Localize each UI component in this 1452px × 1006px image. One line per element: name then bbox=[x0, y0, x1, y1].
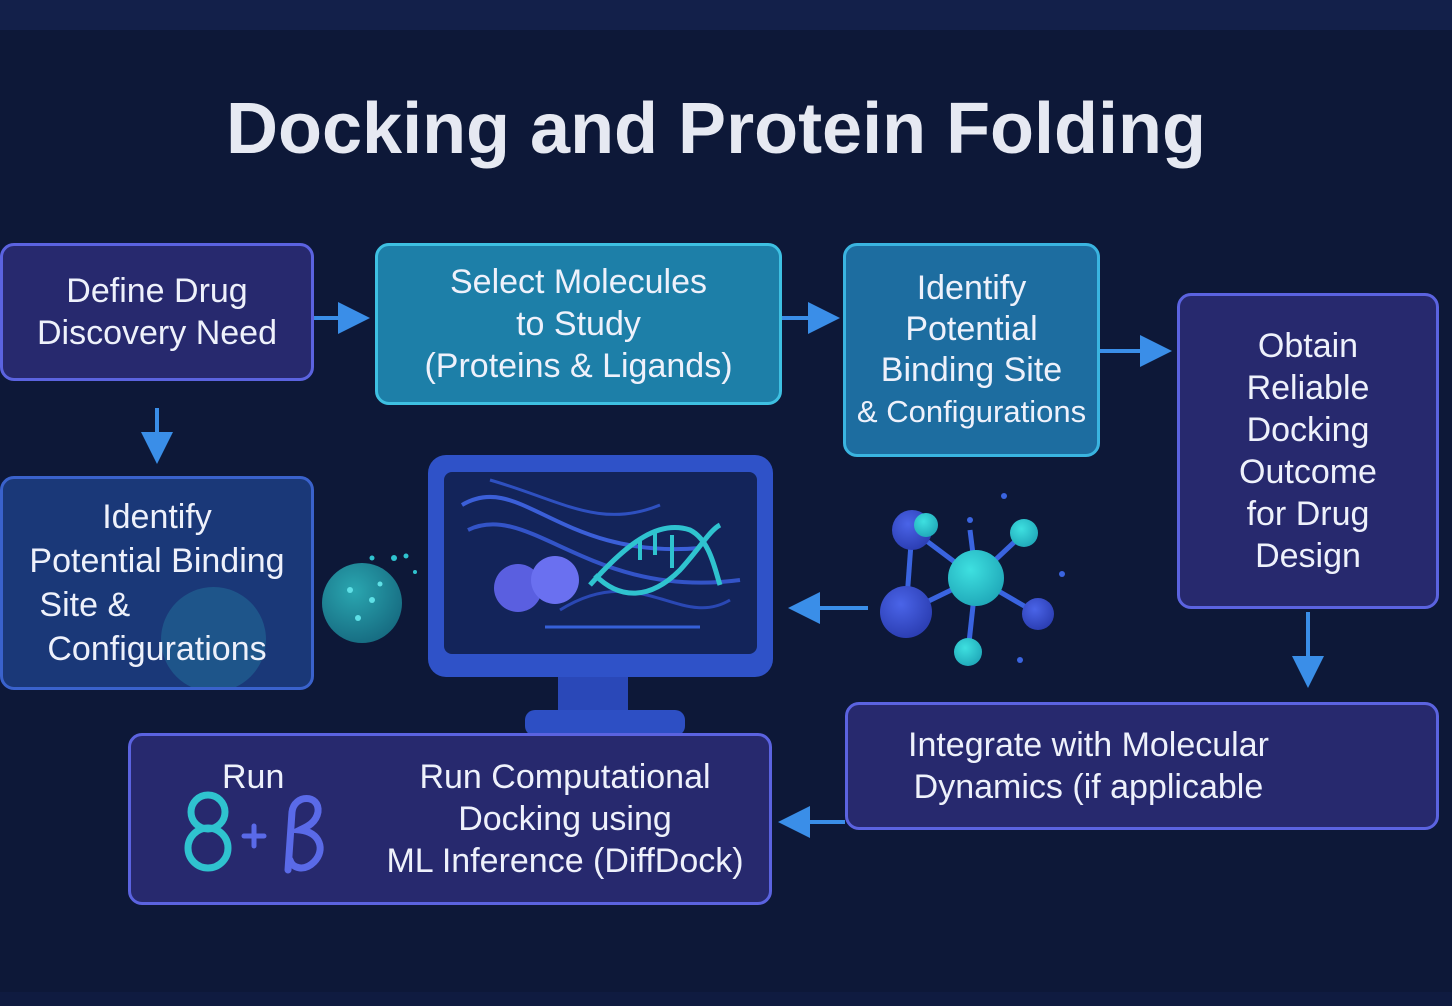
step-text-line: Outcome bbox=[1239, 453, 1377, 491]
step-text-line: to Study bbox=[516, 305, 641, 343]
step-text-line: Configurations bbox=[47, 630, 267, 668]
molecule-network-icon bbox=[880, 493, 1065, 666]
step-text-line: & Configurations bbox=[856, 394, 1087, 429]
step-text-line: Select Molecules bbox=[449, 263, 707, 301]
step-define-need: Define Drug Discovery Need bbox=[0, 243, 314, 381]
step-text-line: for Drug bbox=[1246, 495, 1370, 533]
step-text-line: Integrate with Molecular bbox=[908, 726, 1269, 764]
run-label: Run bbox=[222, 758, 285, 796]
step-integrate-md: Integrate with Molecular Dynamics (if ap… bbox=[845, 702, 1439, 830]
step-text-line: Run Computational bbox=[419, 758, 711, 796]
step-text-line: Potential bbox=[905, 310, 1038, 348]
step-select-molecules: Select Molecules to Study (Proteins & Li… bbox=[375, 243, 782, 405]
bottom-band bbox=[0, 992, 1452, 1006]
step-text-line: Binding Site bbox=[880, 351, 1063, 389]
step-text-line: ML Inference (DiffDock) bbox=[386, 842, 744, 880]
top-band bbox=[0, 0, 1452, 30]
cell-overlay-icon bbox=[161, 587, 266, 687]
step-run-docking bbox=[128, 733, 772, 905]
step-text-line: Docking using bbox=[458, 800, 672, 838]
step-text-line: Design bbox=[1255, 537, 1361, 575]
cell-sphere-icon bbox=[322, 553, 417, 643]
run-glyph-icon bbox=[184, 791, 324, 874]
step-text-line: Dynamics (if applicable bbox=[913, 768, 1264, 806]
step-text-line: Site & bbox=[39, 586, 131, 624]
monitor-icon bbox=[428, 455, 773, 736]
step-text-line: Potential Binding bbox=[29, 542, 285, 580]
step-text-line: Docking bbox=[1246, 411, 1370, 449]
step-identify-site-left: Identify Potential Binding Site & Config… bbox=[0, 476, 314, 690]
step-text-line: Discovery Need bbox=[37, 314, 277, 352]
dna-helix-icon bbox=[494, 522, 723, 612]
step-text-line: Identify bbox=[916, 269, 1027, 307]
step-text-line: Define Drug bbox=[66, 272, 248, 310]
page-title: Docking and Protein Folding bbox=[226, 89, 1206, 169]
step-text-line: Identify bbox=[102, 498, 212, 536]
run-docking-text: Run Computational Docking using ML Infer… bbox=[380, 756, 750, 882]
step-text-line: Reliable bbox=[1246, 369, 1370, 407]
step-obtain-outcome: Obtain Reliable Docking Outcome for Drug… bbox=[1177, 293, 1439, 609]
step-text-line: (Proteins & Ligands) bbox=[424, 347, 733, 385]
step-text-line: Obtain bbox=[1257, 327, 1359, 365]
step-identify-site-top: Identify Potential Binding Site & Config… bbox=[843, 243, 1100, 457]
